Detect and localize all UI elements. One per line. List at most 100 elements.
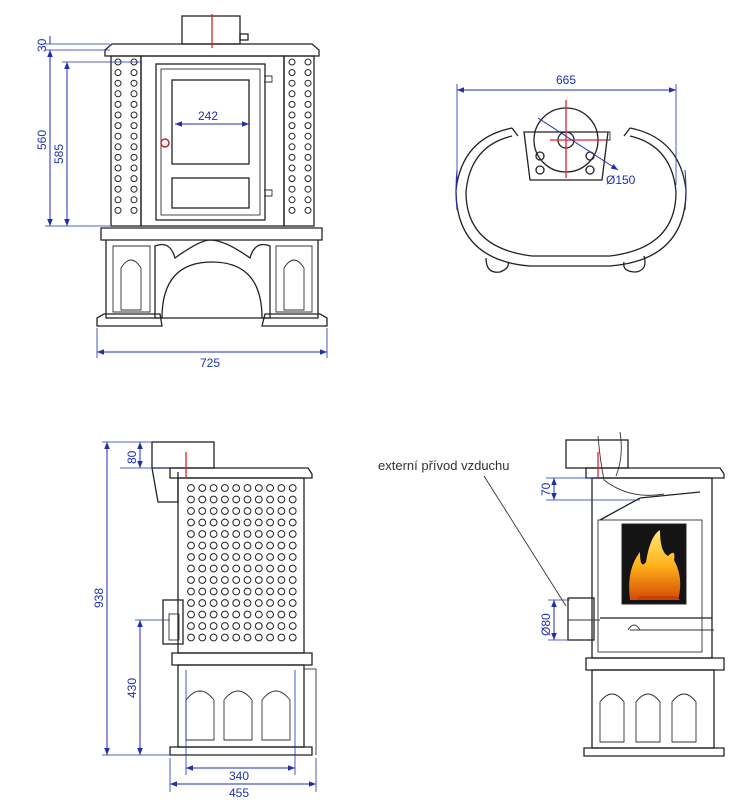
panel-hole xyxy=(187,576,195,584)
column-hole xyxy=(288,100,296,108)
front-view: 30 560 585 242 725 xyxy=(35,14,328,370)
column-hole xyxy=(288,69,296,77)
panel-hole xyxy=(209,564,218,573)
column-hole xyxy=(304,100,312,108)
panel-hole xyxy=(209,622,218,630)
panel-hole xyxy=(288,518,297,527)
panel-hole xyxy=(187,587,195,596)
panel-hole xyxy=(266,599,275,607)
column-hole xyxy=(114,196,122,204)
panel-hole xyxy=(221,576,229,584)
panel-hole xyxy=(198,553,207,561)
panel-hole xyxy=(288,622,297,630)
panel-hole xyxy=(187,564,195,573)
panel-hole xyxy=(254,530,263,538)
column-hole xyxy=(114,185,122,193)
panel-hole xyxy=(209,495,218,504)
column-hole xyxy=(288,90,296,98)
panel-hole xyxy=(232,587,241,596)
panel-hole xyxy=(232,622,241,630)
panel-hole xyxy=(198,484,207,492)
dim-air-diameter: Ø80 xyxy=(539,613,553,636)
column-hole xyxy=(114,153,122,161)
panel-hole xyxy=(277,599,286,607)
panel-hole xyxy=(198,599,207,607)
panel-hole xyxy=(209,576,218,584)
panel-hole xyxy=(254,576,263,584)
column-hole xyxy=(304,153,312,161)
column-hole xyxy=(130,111,138,119)
panel-hole xyxy=(266,610,275,619)
panel-hole xyxy=(221,610,229,619)
dim-inner-depth: 340 xyxy=(229,769,249,783)
column-hole xyxy=(288,122,296,130)
dim-height-560: 560 xyxy=(35,130,49,150)
panel-hole xyxy=(198,507,207,515)
panel-hole xyxy=(288,484,297,492)
panel-hole xyxy=(198,541,207,550)
panel-hole xyxy=(209,518,218,527)
panel-hole xyxy=(198,587,207,596)
column-hole xyxy=(130,164,138,172)
panel-hole xyxy=(221,599,229,607)
panel-hole xyxy=(266,507,275,515)
panel-hole xyxy=(288,541,297,550)
column-hole xyxy=(130,143,138,151)
panel-hole xyxy=(254,495,263,504)
panel-hole xyxy=(209,633,218,642)
side-view: 80 938 430 340 455 xyxy=(92,441,317,800)
column-hole xyxy=(288,132,296,140)
panel-hole xyxy=(266,530,275,538)
panel-hole xyxy=(254,553,263,561)
dim-gap-70: 70 xyxy=(539,482,553,496)
dim-air-inlet-height: 430 xyxy=(125,678,139,698)
panel-hole xyxy=(243,530,252,538)
panel-hole xyxy=(243,576,252,584)
panel-hole xyxy=(187,622,195,630)
panel-hole xyxy=(209,553,218,561)
dim-top-plate: 30 xyxy=(35,38,49,52)
section-view: externí přívod vzduchu 70 Ø80 xyxy=(378,431,725,757)
dim-top-width: 665 xyxy=(556,73,576,87)
column-hole xyxy=(304,206,312,214)
panel-hole xyxy=(221,622,229,630)
panel-hole xyxy=(254,587,263,596)
panel-hole xyxy=(221,633,229,642)
panel-hole xyxy=(221,484,229,492)
column-hole xyxy=(288,206,296,214)
panel-hole xyxy=(288,530,297,538)
panel-hole xyxy=(243,553,252,561)
panel-hole xyxy=(198,495,207,504)
external-air-label: externí přívod vzduchu xyxy=(378,458,510,473)
panel-hole xyxy=(288,507,297,515)
panel-hole xyxy=(198,622,207,630)
panel-hole xyxy=(221,541,229,550)
column-hole xyxy=(114,132,122,140)
panel-hole xyxy=(232,541,241,550)
column-hole xyxy=(130,69,138,77)
panel-hole xyxy=(288,495,297,504)
panel-hole xyxy=(288,564,297,573)
panel-hole xyxy=(277,507,286,515)
panel-hole xyxy=(232,484,241,492)
panel-hole xyxy=(232,599,241,607)
column-hole xyxy=(304,90,312,98)
dim-total-depth: 455 xyxy=(229,786,249,800)
panel-hole xyxy=(232,610,241,619)
column-hole xyxy=(130,100,138,108)
panel-hole xyxy=(243,518,252,527)
panel-hole xyxy=(277,587,286,596)
panel-hole xyxy=(209,541,218,550)
panel-hole xyxy=(187,553,195,561)
panel-hole xyxy=(254,599,263,607)
panel-hole xyxy=(254,564,263,573)
panel-hole xyxy=(277,564,286,573)
column-hole xyxy=(130,196,138,204)
panel-hole xyxy=(232,495,241,504)
panel-hole xyxy=(288,610,297,619)
panel-hole xyxy=(277,541,286,550)
panel-hole xyxy=(209,530,218,538)
panel-hole xyxy=(277,484,286,492)
column-hole xyxy=(288,175,296,183)
